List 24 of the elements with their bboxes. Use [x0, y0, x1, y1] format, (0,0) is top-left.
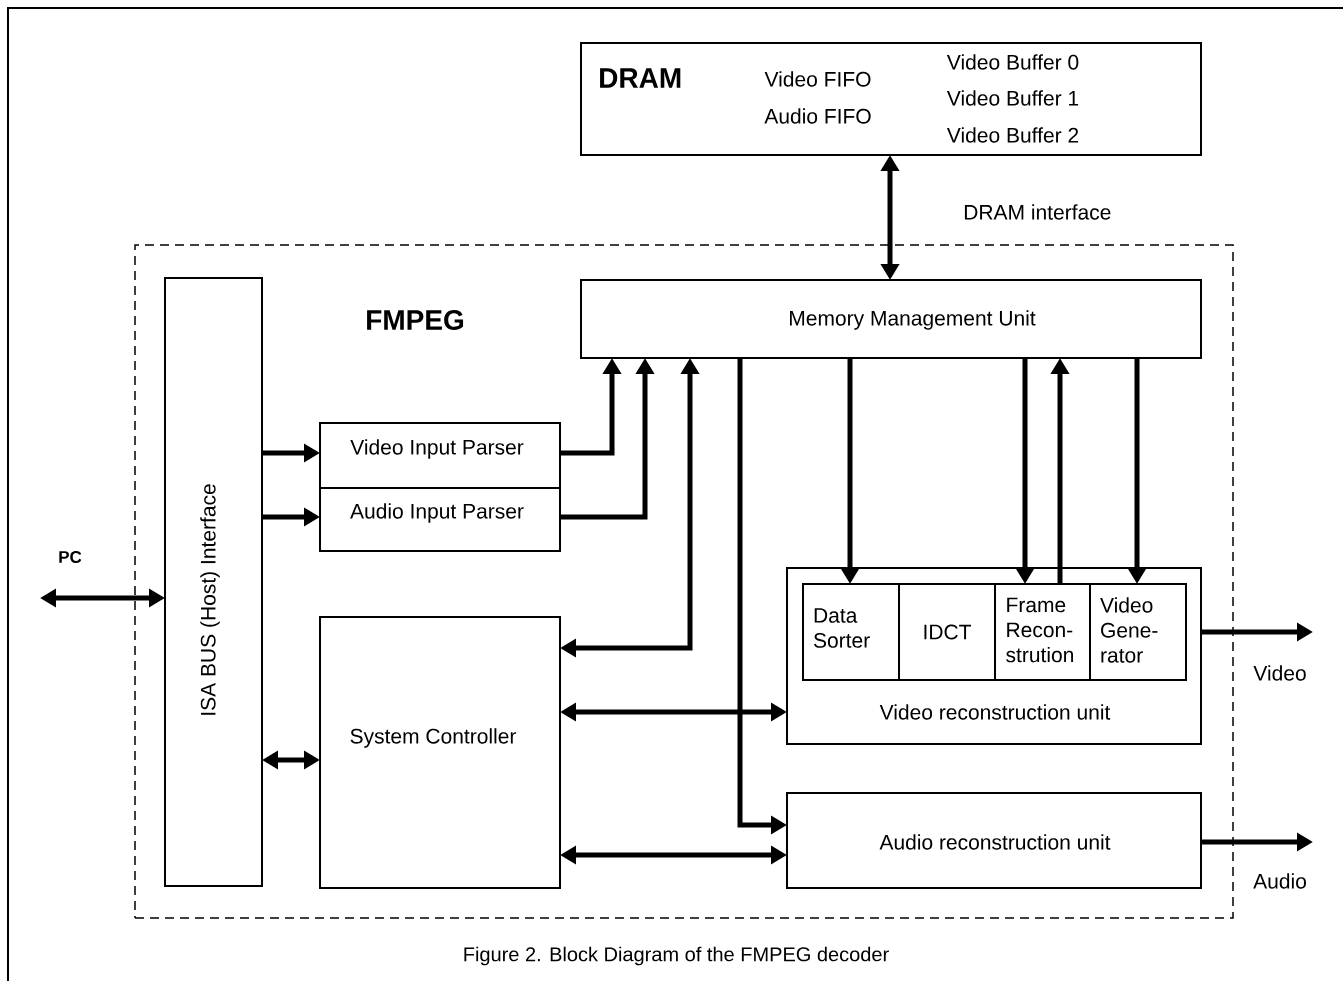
edge-label: Audio: [1252, 872, 1308, 890]
box-title: DRAM: [600, 68, 681, 88]
unit-box: Audio reconstruction unit: [786, 792, 1202, 889]
edge-label: DRAM interface: [962, 203, 1113, 221]
pipeline-cell: Frame Recon- strution: [994, 583, 1091, 681]
memory-region-label: Audio FIFO: [764, 108, 871, 124]
memory-region-label: Video FIFO: [764, 71, 871, 87]
pipeline-cell: IDCT: [898, 583, 996, 681]
block-title: FMPEG: [367, 310, 464, 330]
process-box: Memory Management Unit: [580, 279, 1202, 359]
process-box: System Controller: [319, 616, 561, 889]
interface-block: ISA BUS (Host) Interface: [164, 277, 263, 887]
process-box: Video Input Parser: [319, 422, 561, 489]
memory-region-label: Video Buffer 1: [946, 90, 1079, 106]
pipeline-cell: Video Gene- rator: [1089, 583, 1187, 681]
memory-region-label: Video Buffer 2: [946, 127, 1079, 143]
dram-box: [580, 42, 1202, 156]
figure-caption: Figure 2. Block Diagram of the FMPEG decoder: [464, 946, 889, 966]
process-box: Audio Input Parser: [319, 487, 561, 552]
edge-label: Video: [1252, 664, 1308, 682]
edge-label: PC: [57, 550, 83, 564]
pipeline-cell: Data Sorter: [802, 583, 900, 681]
dashed-boundary: [134, 244, 1234, 919]
memory-region-label: Video Buffer 0: [946, 54, 1079, 70]
